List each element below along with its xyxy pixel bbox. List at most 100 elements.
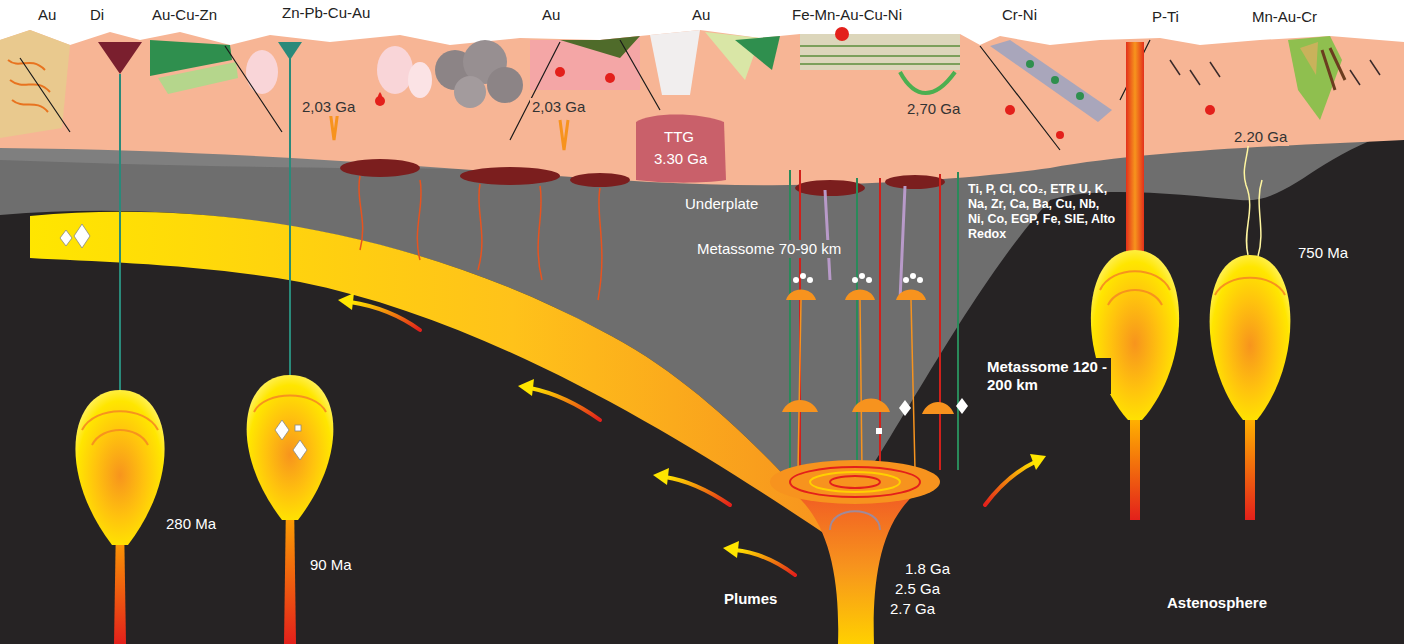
illustration-shape [985,462,1035,505]
illustration-shape [800,46,960,64]
illustration-shape [636,115,726,183]
deposit-label: Au [690,6,712,24]
illustration-shape [0,30,70,138]
illustration-shape [158,62,238,94]
illustration-shape [795,180,865,196]
illustration-shape [830,511,880,530]
illustration-shape [293,440,307,460]
deposit-label: Mn-Au-Cr [1250,8,1319,26]
illustration-shape [408,62,432,98]
illustration-shape [98,42,142,74]
illustration-shape [530,36,640,90]
illustration-shape [359,176,602,300]
illustration-shape [770,460,940,504]
illustration-shape [800,273,806,279]
illustration-shape [786,290,926,301]
illustration-shape [60,224,307,460]
illustration-shape [899,400,911,416]
age-label: 1.8 Ga [903,560,952,578]
illustration-shape [246,50,278,94]
age-label: 2.7 Ga [888,600,937,618]
illustration-shape [1170,60,1380,85]
illustration-shape [0,30,1404,185]
illustration-shape [605,73,615,83]
illustration-shape [1026,60,1034,68]
illustration-shape [284,500,296,644]
illustration-shape [0,110,1404,525]
illustration-shape [807,277,813,283]
illustration-shape [247,375,334,520]
illustration-shape [859,273,865,279]
illustration-shape [782,400,818,412]
illustration-shape [903,277,909,283]
illustration-shape [735,550,795,575]
illustration-shape [1030,454,1046,470]
illustration-shape [377,46,413,94]
illustration-shape [1288,36,1342,120]
illustration-shape [75,390,164,545]
deposit-label: Cr-Ni [1000,6,1039,24]
illustration-shape [350,302,1035,575]
illustration-shape [735,36,780,70]
illustration-shape [790,490,920,644]
layer-label: Metassome 120 - 200 km [985,358,1111,394]
illustration-shape [800,34,960,70]
layer-label: Metassome 70-90 km [695,240,843,258]
illustration-shape [852,277,858,283]
illustration-shape [289,42,291,378]
age-label: 2,03 Ga [300,98,357,116]
illustration-shape [1130,420,1140,520]
illustration-shape [782,399,954,415]
illustration-shape [330,110,568,150]
illustration-shape [956,398,968,414]
illustration-shape [570,173,630,187]
rock-label: TTG [662,128,696,146]
illustration-shape [922,402,954,414]
illustration-shape [665,477,730,505]
illustration-shape [119,74,121,392]
illustration-shape [1076,92,1084,100]
illustration-shape [338,293,1046,558]
illustration-shape [530,388,600,420]
region-label: Astenosphere [1165,594,1269,612]
illustration-shape [1245,420,1255,520]
age-label: 90 Ma [308,556,354,574]
illustration-shape [1300,42,1318,75]
illustration-shape [60,230,72,246]
deposit-label: Au-Cu-Zn [150,6,219,24]
illustration-shape [793,273,923,283]
illustration-shape [835,27,849,41]
illustration-shape [338,293,354,310]
illustration-shape [278,42,302,60]
illustration-shape [790,170,958,472]
illustration-shape [900,72,955,93]
illustration-shape [653,468,669,485]
illustration-shape [790,467,920,497]
illustration-shape [340,159,945,196]
deposit-label: Au [36,6,58,24]
deposit-label: Au [540,6,562,24]
illustration-shape [793,277,799,283]
illustration-shape [1005,105,1015,115]
illustration-shape [1091,250,1179,420]
illustration-shape [375,96,385,106]
age-label: 280 Ma [164,515,218,533]
illustration-shape [910,273,916,279]
illustration-shape [454,76,486,108]
illustration-shape [896,290,926,301]
illustration-shape [460,167,560,185]
illustration-shape [876,398,968,434]
illustration-shape [340,159,420,177]
illustration-shape [82,411,158,445]
illustration-shape [254,396,326,413]
age-label: 3.30 Ga [652,150,709,168]
illustration-shape [876,428,882,434]
illustration-shape [1051,76,1059,84]
illustration-shape [1205,105,1215,115]
illustration-shape [845,290,875,301]
illustration-shape [830,476,880,488]
illustration-shape [1210,255,1291,420]
illustration-shape [0,90,1404,644]
